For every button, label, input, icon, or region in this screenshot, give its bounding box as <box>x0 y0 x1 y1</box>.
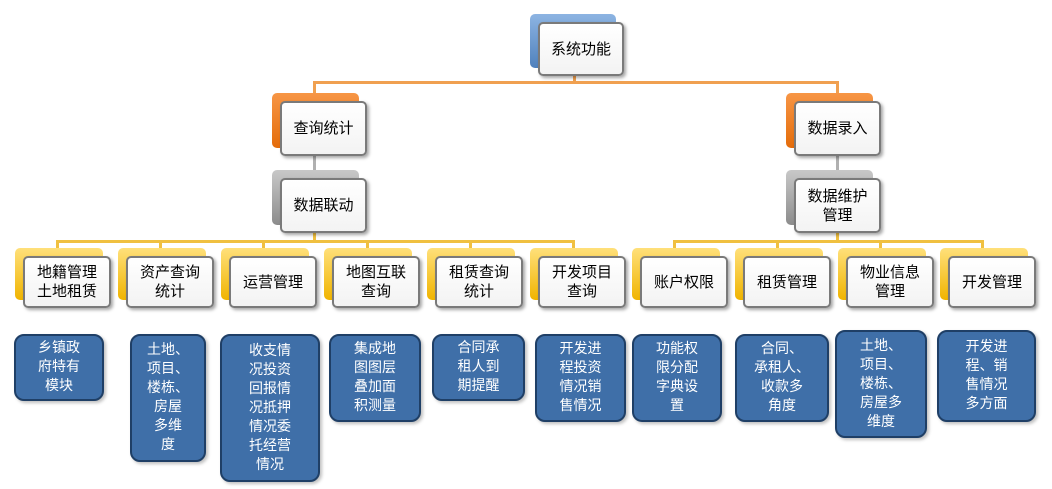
module-label-8: 租赁管理 <box>743 256 831 308</box>
connector-root-down <box>573 75 576 83</box>
module-label-6: 开发项目 查询 <box>538 256 626 308</box>
connector-module-2 <box>159 240 162 252</box>
connector-module-7 <box>673 240 676 252</box>
module-label-7: 账户权限 <box>640 256 728 308</box>
connector-module-1 <box>56 240 59 252</box>
root-label: 系统功能 <box>538 22 624 76</box>
connector-query-drop <box>313 230 316 242</box>
module-label-5: 租赁查询 统计 <box>435 256 523 308</box>
branch-query-label: 查询统计 <box>280 101 367 156</box>
connector-module-5 <box>469 240 472 252</box>
module-label-1: 地籍管理 土地租赁 <box>23 256 111 308</box>
connector-to-entry <box>836 81 839 101</box>
module-detail-9: 土地、 项目、 楼栋、 房屋多 维度 <box>835 330 927 438</box>
module-detail-4: 集成地 图图层 叠加面 积测量 <box>329 334 421 422</box>
sub-query-node: 数据联动 <box>272 170 367 233</box>
module-node-9: 物业信息 管理 <box>838 248 934 308</box>
module-node-2: 资产查询 统计 <box>118 248 214 308</box>
connector-entry-bus <box>673 240 983 243</box>
connector-query-sub <box>313 155 316 175</box>
connector-to-query <box>313 81 316 101</box>
module-node-8: 租赁管理 <box>735 248 831 308</box>
connector-module-3 <box>262 240 265 252</box>
module-label-2: 资产查询 统计 <box>126 256 214 308</box>
module-detail-2: 土地、 项目、 楼栋、 房屋 多维 度 <box>130 334 206 462</box>
module-node-3: 运营管理 <box>221 248 317 308</box>
connector-module-4 <box>366 240 369 252</box>
connector-entry-sub <box>836 155 839 175</box>
connector-module-6 <box>572 240 575 252</box>
module-detail-5: 合同承 租人到 期提醒 <box>432 334 525 401</box>
branch-query-node: 查询统计 <box>272 93 367 156</box>
module-label-9: 物业信息 管理 <box>846 256 934 308</box>
root-node: 系统功能 <box>530 14 624 76</box>
branch-entry-label: 数据录入 <box>794 101 881 156</box>
connector-module-10 <box>981 240 984 252</box>
module-node-4: 地图互联 查询 <box>324 248 420 308</box>
module-detail-10: 开发进 程、销 售情况 多方面 <box>937 330 1036 422</box>
sub-query-label: 数据联动 <box>280 178 367 233</box>
module-label-4: 地图互联 查询 <box>332 256 420 308</box>
connector-query-bus <box>56 240 572 243</box>
module-node-5: 租赁查询 统计 <box>427 248 523 308</box>
module-node-7: 账户权限 <box>632 248 728 308</box>
connector-module-8 <box>776 240 779 252</box>
branch-entry-node: 数据录入 <box>786 93 881 156</box>
module-label-3: 运营管理 <box>229 256 317 308</box>
module-detail-1: 乡镇政 府特有 模块 <box>14 334 104 401</box>
connector-module-9 <box>879 240 882 252</box>
sub-entry-node: 数据维护 管理 <box>786 170 881 233</box>
module-detail-8: 合同、 承租人、 收款多 角度 <box>735 334 829 422</box>
module-node-10: 开发管理 <box>940 248 1036 308</box>
module-detail-6: 开发进 程投资 情况销 售情况 <box>535 334 626 422</box>
module-label-10: 开发管理 <box>948 256 1036 308</box>
module-node-6: 开发项目 查询 <box>530 248 626 308</box>
module-detail-7: 功能权 限分配 字典设 置 <box>632 334 722 422</box>
connector-root-horizontal <box>313 81 839 84</box>
connector-entry-drop <box>836 230 839 242</box>
module-node-1: 地籍管理 土地租赁 <box>15 248 111 308</box>
sub-entry-label: 数据维护 管理 <box>794 178 881 233</box>
module-detail-3: 收支情 况投资 回报情 况抵押 情况委 托经营 情况 <box>220 334 320 482</box>
